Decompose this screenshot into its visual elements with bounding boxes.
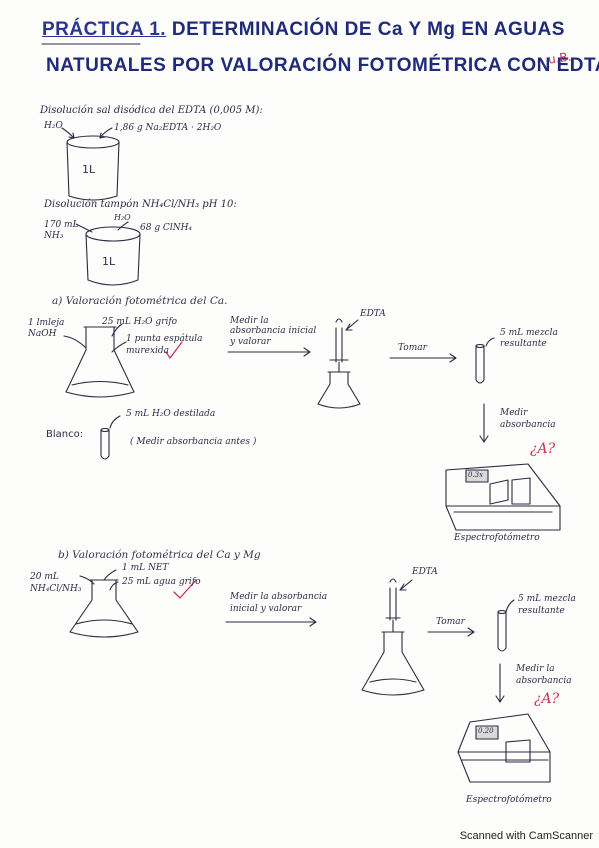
section-a-reagent-1: 1 lmleja NaOH bbox=[28, 318, 65, 339]
section-a-reagent-2: 25 mL H₂O grifo bbox=[102, 317, 178, 327]
burette-flask-a-icon bbox=[317, 318, 361, 409]
section-a-measure-label: Medir absorbancia bbox=[500, 408, 556, 430]
edta-volume-label: 1L bbox=[82, 163, 96, 176]
test-tube-b-icon bbox=[497, 599, 515, 652]
edta-water-label: H₂O bbox=[44, 121, 63, 131]
section-a-edta-label: EDTA bbox=[360, 309, 386, 319]
section-a-heading: a) Valoración fotométrica del Ca. bbox=[52, 295, 228, 307]
buffer-water-label: H₂O bbox=[114, 213, 131, 222]
section-a-display-value: 0.3x bbox=[468, 471, 484, 479]
flask-a-icon bbox=[63, 323, 135, 398]
section-a-take-label: Tomar bbox=[398, 343, 427, 353]
section-b-heading: b) Valoración fotométrica del Ca y Mg bbox=[58, 549, 261, 561]
title-text: DETERMINACIÓN DE Ca Y Mg EN AGUAS bbox=[171, 19, 565, 40]
spectrophotometer-b-icon bbox=[457, 713, 551, 783]
title-tag: u.B. bbox=[547, 49, 573, 67]
section-b-instrument-label: Espectrofotómetro bbox=[466, 795, 552, 805]
buffer-reagent-label: 68 g ClNH₄ bbox=[140, 223, 193, 233]
flask-b-icon bbox=[69, 569, 139, 638]
arrow-icon bbox=[389, 353, 457, 363]
blank-label: Blanco: bbox=[46, 429, 84, 440]
arrow-icon bbox=[427, 627, 475, 637]
section-b-display-value: 0.20 bbox=[478, 727, 494, 735]
section-b-reagent-1: 20 mL NH₄Cl/NH₃ bbox=[30, 572, 82, 594]
section-b-reagent-2: 1 mL NET bbox=[122, 563, 169, 573]
section-b-reagent-3: 25 mL agua grifo bbox=[122, 577, 201, 587]
blank-reagent-label: 5 mL H₂O destilada bbox=[126, 409, 216, 419]
arrow-icon bbox=[225, 617, 317, 627]
section-b-measure-label: Medir la absorbancia bbox=[516, 664, 572, 686]
edta-reagent-label: 1,86 g Na₂EDTA · 2H₂O bbox=[114, 123, 222, 133]
arrow-icon bbox=[227, 347, 311, 357]
page-title-line-2: NATURALES POR VALORACIÓN FOTOMÉTRICA CON… bbox=[46, 55, 599, 76]
edta-heading: Disolución sal disódica del EDTA (0,005 … bbox=[40, 105, 263, 116]
section-b-step-measure: Medir la absorbancia inicial y valorar bbox=[230, 592, 328, 614]
section-a-sample-label: 5 mL mezcla resultante bbox=[500, 328, 558, 349]
beaker-edta-icon bbox=[61, 127, 120, 201]
section-a-question: ¿A? bbox=[530, 441, 556, 457]
blank-tube-icon bbox=[100, 415, 121, 460]
burette-flask-b-icon bbox=[361, 578, 425, 696]
buffer-volume-label: 1L bbox=[102, 255, 116, 268]
section-a-reagent-3: 1 punta espátula murexida bbox=[126, 334, 203, 356]
spectrophotometer-a-icon bbox=[445, 463, 561, 531]
page-title-line-1: PRÁCTICA 1. DETERMINACIÓN DE Ca Y Mg EN … bbox=[42, 20, 565, 39]
practice-number: PRÁCTICA 1. bbox=[42, 19, 167, 40]
section-b-sample-label: 5 mL mezcla resultante bbox=[518, 594, 576, 616]
check-mark-icon bbox=[165, 341, 183, 359]
buffer-heading: Disolución tampón NH₄Cl/NH₃ pH 10: bbox=[44, 199, 237, 210]
check-mark-icon bbox=[173, 579, 197, 599]
scanner-watermark: Scanned with CamScanner bbox=[459, 830, 593, 842]
beaker-buffer-icon bbox=[75, 221, 141, 286]
section-b-take-label: Tomar bbox=[436, 617, 465, 627]
test-tube-a-icon bbox=[475, 337, 495, 384]
section-b-question: ¿A? bbox=[534, 691, 560, 707]
section-a-step-measure: Medir la absorbancia inicial y valorar bbox=[230, 316, 317, 347]
buffer-nh3-label: 170 mL NH₃ bbox=[44, 220, 79, 241]
arrow-down-icon bbox=[479, 403, 489, 443]
blank-note: ( Medir absorbancia antes ) bbox=[130, 437, 257, 447]
arrow-down-icon bbox=[495, 663, 505, 703]
section-b-edta-label: EDTA bbox=[412, 567, 438, 577]
section-a-instrument-label: Espectrofotómetro bbox=[454, 533, 540, 543]
